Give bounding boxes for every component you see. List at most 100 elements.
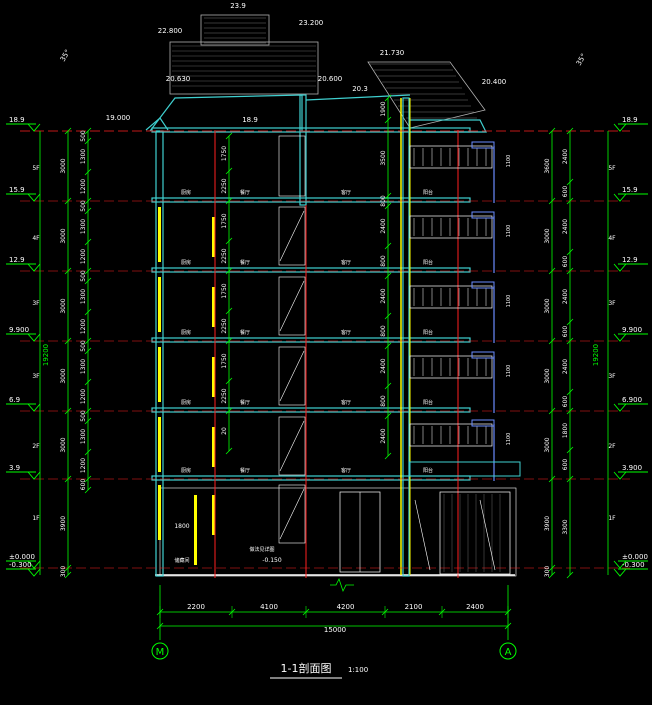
garage-diagonal bbox=[479, 499, 496, 571]
left-outer-dim-text: 3000 bbox=[60, 228, 67, 243]
stair-col-dim-text: 2250 bbox=[221, 388, 228, 403]
ground-window-strip bbox=[194, 495, 197, 565]
left-inner-dim-tick bbox=[84, 137, 92, 145]
stair-panel bbox=[278, 276, 306, 336]
elev-triangle bbox=[613, 333, 627, 342]
left-outer-dim-text: 3900 bbox=[60, 516, 67, 531]
mid-col-dim-text: 3500 bbox=[380, 150, 387, 165]
balcony-cap bbox=[471, 351, 495, 359]
left-inner-dim-text: 1300 bbox=[80, 149, 87, 164]
mid-col-dim-text: 2400 bbox=[380, 218, 387, 233]
balcony-height-dim: 1100 bbox=[506, 365, 512, 378]
stair-col-dim-tick bbox=[225, 377, 233, 385]
right-inner-dim-tick bbox=[566, 337, 574, 345]
axis-bubble-a bbox=[499, 642, 517, 660]
room-label: 餐厅 bbox=[240, 329, 250, 336]
room-label: 客厅 bbox=[341, 399, 351, 406]
left-inner-dim-text: 1300 bbox=[80, 219, 87, 234]
room-label: 厨房 bbox=[181, 467, 191, 474]
elev-top-23-9: 23.9 bbox=[230, 2, 246, 10]
inner-window-strip bbox=[212, 287, 215, 327]
roof-group bbox=[145, 14, 487, 133]
stair-col-dim-tick bbox=[225, 337, 233, 345]
right-inner-dim-tick bbox=[566, 248, 574, 256]
roof-slab-left bbox=[149, 94, 303, 132]
right-inner-dim-tick bbox=[566, 475, 574, 483]
right-outer-dim-tick bbox=[548, 475, 556, 483]
stair-col-dim-tick bbox=[225, 197, 233, 205]
left-inner-dim-tick bbox=[84, 277, 92, 285]
bottom-dim-text: 2400 bbox=[466, 603, 484, 611]
left-outer-dim-text: 300 bbox=[60, 566, 67, 578]
left-outer-dim-text: 3000 bbox=[60, 158, 67, 173]
left-outer-dim-tick bbox=[64, 267, 72, 275]
dimension-group: 3000300030003000300039003003600300030003… bbox=[6, 94, 648, 630]
left-outer-dim-text: 3000 bbox=[60, 298, 67, 313]
right-outer-dim-tick bbox=[548, 337, 556, 345]
right-outer-dim-tick bbox=[548, 571, 556, 579]
left-outer-dim-tick bbox=[64, 407, 72, 415]
room-label: 阳台 bbox=[423, 259, 433, 266]
floor-label-left: 1F bbox=[32, 515, 40, 522]
ground-width-dim: 1800 bbox=[174, 523, 189, 530]
room-label: 厨房 bbox=[181, 329, 191, 336]
elev-triangle bbox=[27, 471, 41, 480]
floor-slab bbox=[151, 197, 471, 203]
floor-label-left: 3F bbox=[32, 300, 40, 307]
break-symbol bbox=[330, 577, 354, 593]
right-inner-dim-tick bbox=[566, 267, 574, 275]
right-elevation-marker: 6.900 bbox=[613, 396, 648, 412]
right-elevation-marker: -0.300 bbox=[613, 561, 648, 577]
elev-text: -0.300 bbox=[9, 561, 32, 569]
stair-panel bbox=[278, 484, 306, 544]
stair-col-dim-text: 2250 bbox=[221, 178, 228, 193]
elev-triangle bbox=[27, 263, 41, 272]
mid-col-dim-tick bbox=[384, 452, 392, 460]
floor-slab bbox=[151, 267, 471, 273]
balcony-height-dim: 1100 bbox=[506, 433, 512, 446]
elev-top-18-9: 18.9 bbox=[242, 116, 258, 124]
mid-col-dim-text: 1900 bbox=[380, 101, 387, 116]
floor-label-right: 4F bbox=[608, 235, 616, 242]
left-inner-dim-tick bbox=[84, 448, 92, 456]
bottom-total-tick bbox=[504, 622, 512, 630]
room-label: 客厅 bbox=[341, 259, 351, 266]
balcony-cap bbox=[471, 211, 495, 219]
elev-triangle bbox=[27, 193, 41, 202]
stair-col-dim-tick bbox=[225, 307, 233, 315]
drawing-title: 1-1剖面图 bbox=[281, 661, 332, 675]
stair-col-dim-text: 1750 bbox=[221, 146, 228, 161]
left-inner-dim-tick bbox=[84, 486, 92, 494]
mid-col-dim-tick bbox=[384, 412, 392, 420]
mid-col-dim-text: 2400 bbox=[380, 288, 387, 303]
elev-triangle bbox=[613, 123, 627, 132]
elev-text: 15.9 bbox=[9, 186, 25, 194]
right-elevation-marker: ±0.000 bbox=[613, 553, 648, 569]
right-inner-dim-text: 3300 bbox=[562, 519, 569, 534]
right-inner-dim-tick bbox=[566, 178, 574, 186]
left-inner-dim-tick bbox=[84, 308, 92, 316]
elev-top-21-73: 21.730 bbox=[380, 49, 405, 57]
right-inner-dim-tick bbox=[566, 571, 574, 579]
balcony-cap bbox=[471, 281, 495, 289]
balcony-height-dim: 1100 bbox=[506, 225, 512, 238]
axis-label-m: M bbox=[156, 647, 165, 658]
stair-col-dim-tick bbox=[225, 132, 233, 140]
mid-col-dim-text: 800 bbox=[380, 395, 387, 407]
elev-text: 3.900 bbox=[622, 464, 642, 472]
left-outer-dim-text: 3000 bbox=[60, 368, 67, 383]
mid-col-dim-tick bbox=[384, 202, 392, 210]
mid-col-dim-tick bbox=[384, 312, 392, 320]
mid-col-dim-tick bbox=[384, 342, 392, 350]
elev-top-20-6: 20.600 bbox=[318, 75, 343, 83]
left-inner-dim-text: 600 bbox=[80, 479, 87, 491]
bottom-dim-text: 2200 bbox=[187, 603, 205, 611]
left-inner-dim-tick bbox=[84, 207, 92, 215]
left-inner-dim-text: 500 bbox=[80, 340, 87, 352]
right-outer-dim-text: 3000 bbox=[544, 298, 551, 313]
right-inner-dim-text: 600 bbox=[562, 396, 569, 408]
floor-slab bbox=[151, 127, 471, 133]
total-height-right: 19200 bbox=[592, 344, 600, 366]
right-inner-dim-text: 1800 bbox=[562, 423, 569, 438]
